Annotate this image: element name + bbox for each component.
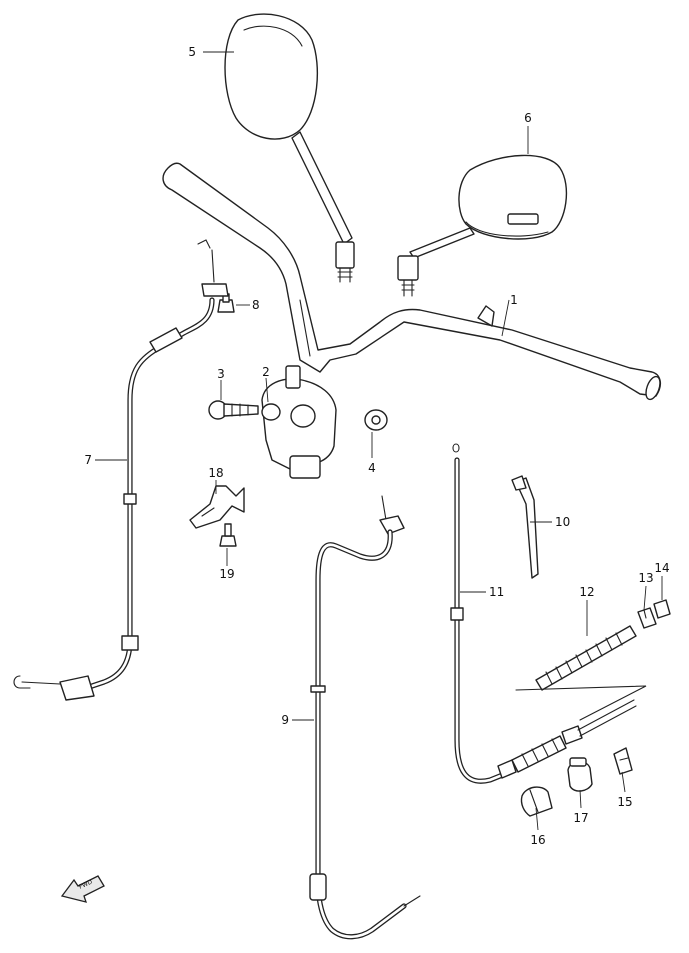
callout-3: 3: [217, 367, 225, 381]
rubber-boot[interactable]: [520, 786, 553, 817]
callout-12: 12: [579, 585, 594, 599]
callout-19: 19: [219, 567, 234, 581]
cable-holder[interactable]: [567, 757, 593, 792]
callout-14: 14: [654, 561, 669, 575]
bolt[interactable]: [217, 293, 235, 313]
callout-7: 7: [84, 453, 92, 467]
screw[interactable]: [208, 400, 259, 420]
cable-center[interactable]: [309, 495, 421, 940]
clip[interactable]: [613, 747, 633, 775]
cable-cap-small[interactable]: [637, 607, 657, 629]
callout-15: 15: [617, 795, 632, 809]
callout-2: 2: [262, 365, 270, 379]
mirror-left[interactable]: [224, 13, 355, 283]
callout-8: 8: [252, 298, 260, 312]
callout-18: 18: [208, 466, 223, 480]
cable-adjuster[interactable]: [511, 685, 647, 773]
cable-right[interactable]: [450, 443, 517, 784]
callout-16: 16: [530, 833, 545, 847]
tie-band[interactable]: [511, 475, 539, 579]
handlebar-switch[interactable]: [261, 365, 337, 479]
callout-5: 5: [188, 45, 196, 59]
callout-6: 6: [524, 111, 532, 125]
callout-17: 17: [573, 811, 588, 825]
cable-cap[interactable]: [653, 599, 671, 619]
callout-4: 4: [368, 461, 376, 475]
handlebar[interactable]: [162, 162, 663, 401]
callout-13: 13: [638, 571, 653, 585]
clamp-screw[interactable]: [219, 523, 237, 547]
mirror-right[interactable]: [397, 154, 568, 297]
grommet[interactable]: [364, 409, 388, 431]
callout-9: 9: [281, 713, 289, 727]
callout-11: 11: [489, 585, 504, 599]
callout-10: 10: [555, 515, 570, 529]
leader-lines: [95, 51, 663, 831]
spring[interactable]: [535, 625, 637, 691]
front-direction-arrow: FWD: [60, 875, 105, 903]
cable-left[interactable]: [13, 239, 229, 701]
callout-1: 1: [510, 293, 518, 307]
cable-clamp[interactable]: [189, 485, 245, 529]
